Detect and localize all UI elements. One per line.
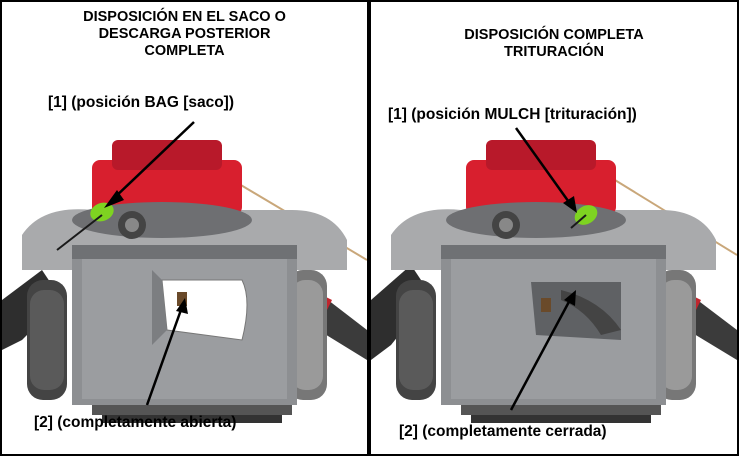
- left-callout-door: [2] (completamente abierta): [34, 414, 237, 431]
- right-callout-lever: [1] (posición MULCH [trituración]): [388, 106, 637, 123]
- left-heading-line-1: DISPOSICIÓN EN EL SACO O: [83, 9, 286, 25]
- left-heading-line-2: DESCARGA POSTERIOR: [98, 26, 271, 42]
- right-heading: DISPOSICIÓN COMPLETA TRITURACIÓN: [371, 27, 737, 61]
- mower-mulch-illustration: [371, 127, 737, 423]
- panel-divider: [367, 0, 371, 456]
- left-callout-lever: [1] (posición BAG [saco]): [48, 94, 235, 111]
- right-heading-line-1: DISPOSICIÓN COMPLETA: [464, 27, 644, 43]
- right-heading-line-2: TRITURACIÓN: [504, 44, 604, 60]
- left-heading-line-3: COMPLETA: [144, 43, 225, 59]
- left-heading: DISPOSICIÓN EN EL SACO O DESCARGA POSTER…: [2, 9, 367, 60]
- mower-bag-illustration: [2, 121, 367, 423]
- panel-bag-discharge: DISPOSICIÓN EN EL SACO O DESCARGA POSTER…: [2, 0, 367, 456]
- panel-mulch: DISPOSICIÓN COMPLETA TRITURACIÓN [1] (po…: [371, 0, 737, 456]
- right-callout-door: [2] (completamente cerrada): [399, 423, 607, 440]
